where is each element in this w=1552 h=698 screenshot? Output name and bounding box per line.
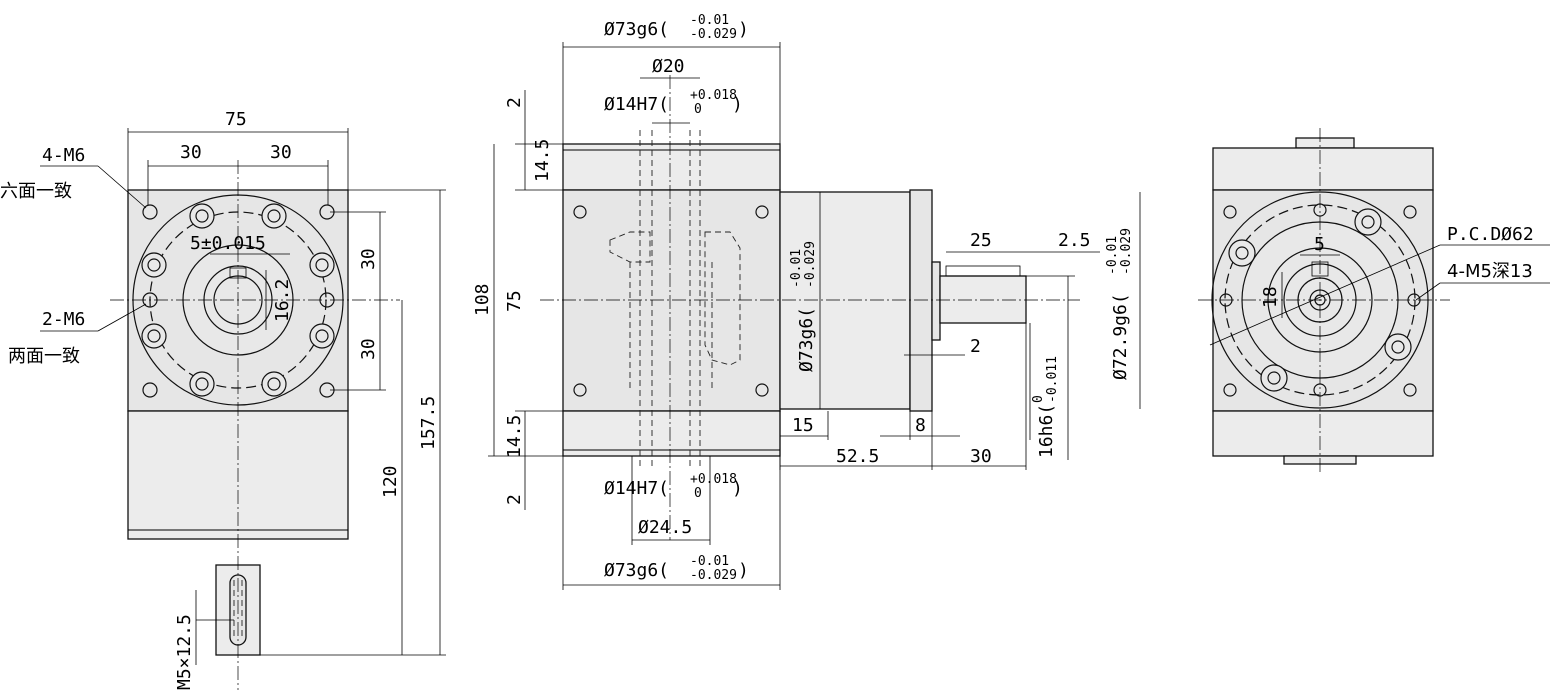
svg-text:0: 0 <box>694 486 702 501</box>
side-view: Ø73g6( -0.01 -0.029 ) Ø20 Ø14H7( +0.018 … <box>472 13 1141 590</box>
note-two-faces: 两面一致 <box>8 346 80 367</box>
rear-top-stub <box>1295 137 1355 149</box>
side-shaft-od: Ø72.9g6( <box>1110 293 1131 380</box>
side-top-stub <box>562 143 781 191</box>
svg-text:0: 0 <box>1031 395 1046 403</box>
rear-thread-note: 4-M5深13 <box>1447 261 1533 282</box>
svg-text:): ) <box>732 478 743 499</box>
side-dim-30: 30 <box>970 446 992 467</box>
rear-pcd: P.C.DØ62 <box>1447 224 1534 245</box>
svg-text:): ) <box>732 94 743 115</box>
svg-text:): ) <box>738 19 749 40</box>
side-output-shaft <box>939 275 1027 324</box>
svg-text:-0.01: -0.01 <box>690 13 729 28</box>
rear-dim-18: 18 <box>1260 286 1281 308</box>
side-motor <box>779 191 911 410</box>
dim-30-left: 30 <box>180 142 202 163</box>
svg-text:-0.01: -0.01 <box>789 249 804 288</box>
side-bottom-bore: Ø14H7( <box>604 478 669 499</box>
side-dim-15: 15 <box>792 415 814 436</box>
side-dim-8: 8 <box>915 415 926 436</box>
side-dim-2-top: 2 <box>504 97 525 108</box>
svg-text:-0.029: -0.029 <box>690 568 737 583</box>
svg-text:0: 0 <box>694 102 702 117</box>
svg-text:+0.018: +0.018 <box>690 472 737 487</box>
side-shaft-dia: 16h6( <box>1036 404 1057 458</box>
rear-dim-5: 5 <box>1314 234 1325 255</box>
side-dim-14-5-top: 14.5 <box>532 139 553 182</box>
side-mid-od: Ø73g6( <box>796 307 817 372</box>
side-bottom-stub <box>562 410 781 457</box>
note-4-m6: 4-M6 <box>42 145 85 166</box>
dim-width-75: 75 <box>225 109 247 130</box>
side-flange <box>909 189 933 412</box>
dim-v30-bottom: 30 <box>358 338 379 360</box>
side-dim-2-5: 2.5 <box>1058 230 1091 251</box>
svg-text:-0.029: -0.029 <box>803 241 818 288</box>
svg-text:-0.01: -0.01 <box>1105 236 1120 275</box>
side-dim-2-shaft: 2 <box>970 336 981 357</box>
svg-text:-0.01: -0.01 <box>690 554 729 569</box>
front-bolt-holes <box>141 203 335 397</box>
side-top-bore: Ø14H7( <box>604 94 669 115</box>
rear-bottom-band <box>1212 410 1434 457</box>
dim-key-height: 16.2 <box>272 279 293 322</box>
dim-v30-top: 30 <box>358 248 379 270</box>
side-bottom-od: Ø73g6( <box>604 560 669 581</box>
note-six-faces: 六面一致 <box>0 181 72 202</box>
side-dim-108: 108 <box>472 283 493 316</box>
rear-view: 5 18 P.C.DØ62 4-M5深13 <box>1198 128 1550 472</box>
side-dim-d20: Ø20 <box>652 56 685 77</box>
svg-text:-0.029: -0.029 <box>1119 228 1134 275</box>
dim-120: 120 <box>380 465 401 498</box>
note-2-m6: 2-M6 <box>42 309 85 330</box>
note-thread: M5×12.5 <box>174 614 195 690</box>
dim-key-width: 5±0.015 <box>190 233 266 254</box>
side-dim-52-5: 52.5 <box>836 446 879 467</box>
side-dim-2-bottom: 2 <box>504 494 525 505</box>
svg-text:-0.029: -0.029 <box>690 27 737 42</box>
side-housing <box>562 189 781 412</box>
side-dim-25: 25 <box>970 230 992 251</box>
side-top-od: Ø73g6( <box>604 19 669 40</box>
front-view: 75 30 30 4-M6 六面一致 2-M6 两面一致 5±0.015 16.… <box>0 109 446 690</box>
rear-top-band <box>1212 147 1434 191</box>
svg-text:): ) <box>738 560 749 581</box>
svg-text:+0.018: +0.018 <box>690 88 737 103</box>
rear-bolt-holes <box>1228 208 1412 392</box>
dim-30-right: 30 <box>270 142 292 163</box>
dim-157-5: 157.5 <box>418 396 439 450</box>
side-dim-14-5-bottom: 14.5 <box>504 415 525 458</box>
svg-text:-0.011: -0.011 <box>1045 356 1060 403</box>
side-dim-d24-5: Ø24.5 <box>638 517 692 538</box>
side-dim-75: 75 <box>504 290 525 312</box>
